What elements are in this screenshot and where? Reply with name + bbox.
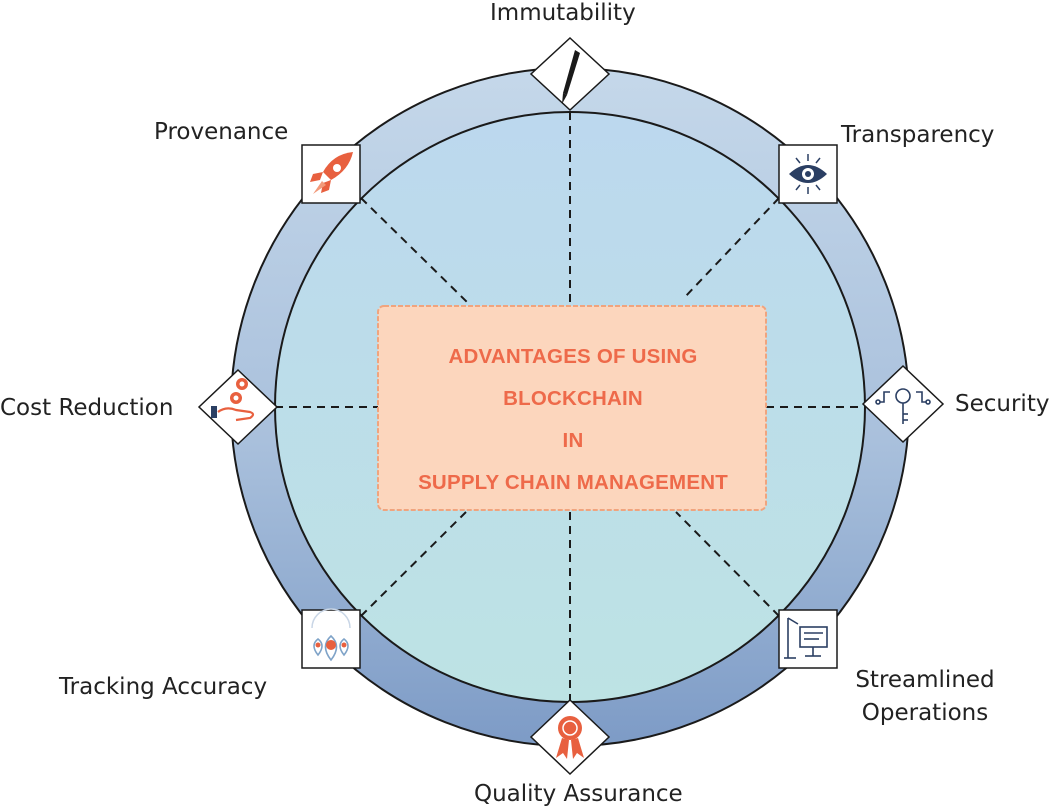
label-streamlined-line-1: Streamlined xyxy=(855,667,995,693)
center-title-line-1: ADVANTAGES OF USING xyxy=(448,345,698,368)
award-ribbon-icon xyxy=(556,716,584,759)
icon-tile-provenance xyxy=(301,144,361,204)
icon-tile-security xyxy=(861,364,945,444)
icon-tile-cost-reduction xyxy=(197,368,279,446)
label-transparency: Transparency xyxy=(841,122,995,148)
center-box xyxy=(377,305,767,511)
spoke-ne xyxy=(683,197,780,299)
label-cost-reduction: Cost Reduction xyxy=(0,395,174,421)
label-streamlined-operations: Streamlined Operations xyxy=(840,664,1010,730)
icon-tile-transparency xyxy=(778,144,838,204)
spokes xyxy=(275,112,865,702)
label-tracking-accuracy: Tracking Accuracy xyxy=(59,674,268,700)
workstation-icon xyxy=(784,617,828,659)
spoke-nw xyxy=(360,197,469,304)
pen-icon xyxy=(562,50,580,104)
icon-tile-streamlined-operations xyxy=(778,609,838,669)
label-security: Security xyxy=(955,391,1050,417)
eye-circuit-icon xyxy=(789,154,827,194)
icon-tile-immutability xyxy=(529,36,611,112)
center-title: ADVANTAGES OF USING BLOCKCHAIN IN SUPPLY… xyxy=(380,330,766,510)
center-title-line-2: BLOCKCHAIN xyxy=(503,387,643,410)
label-immutability: Immutability xyxy=(490,0,636,26)
icon-tile-quality-assurance xyxy=(529,698,611,776)
center-title-line-3: IN xyxy=(562,429,584,452)
center-title-line-4: SUPPLY CHAIN MANAGEMENT xyxy=(418,471,728,494)
label-streamlined-line-2: Operations xyxy=(861,700,989,726)
spoke-sw xyxy=(360,511,467,617)
label-quality-assurance: Quality Assurance xyxy=(474,781,683,807)
key-circuit-icon xyxy=(875,388,931,424)
label-provenance: Provenance xyxy=(154,119,289,145)
location-pins-icon xyxy=(311,608,351,662)
rocket-icon xyxy=(310,152,353,194)
icon-tile-tracking-accuracy xyxy=(301,608,361,669)
spoke-se xyxy=(675,511,780,617)
money-hand-icon xyxy=(211,378,255,422)
